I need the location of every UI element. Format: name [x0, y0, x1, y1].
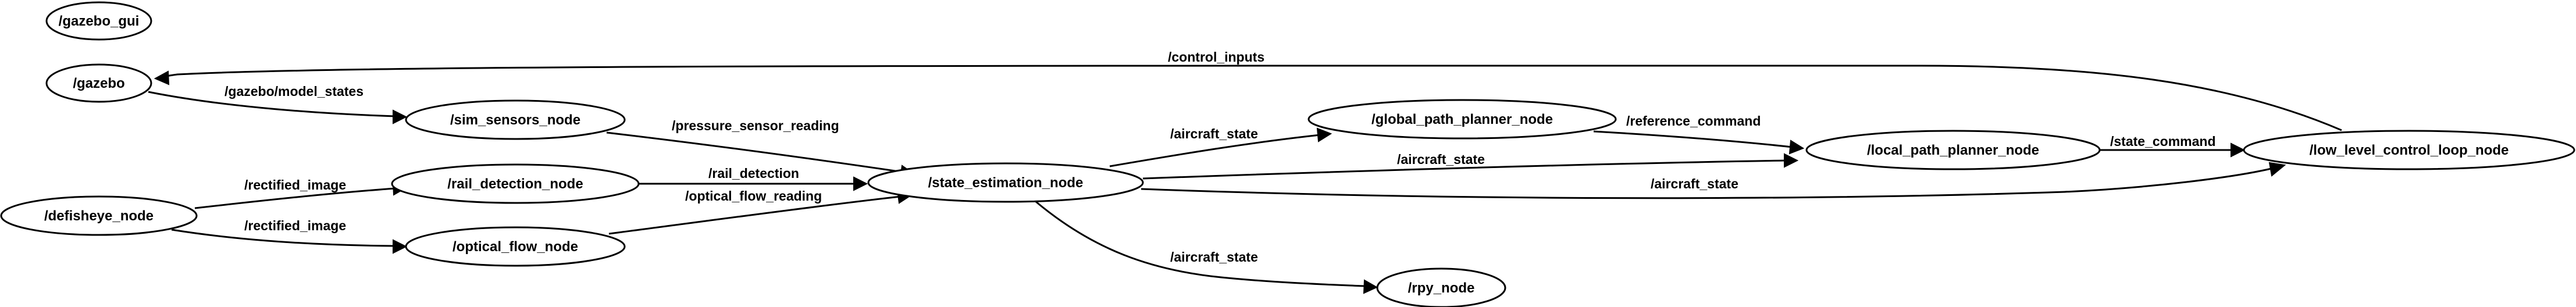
- node-label-rail-detection-node: /rail_detection_node: [447, 176, 583, 192]
- edge-rail-detection[interactable]: /rail_detection: [639, 166, 868, 191]
- node-label-optical-flow-node: /optical_flow_node: [453, 239, 578, 255]
- edge-gazebo-model-states[interactable]: /gazebo/model_states: [148, 84, 408, 124]
- node-label-local-path-planner-node: /local_path_planner_node: [1867, 142, 2039, 158]
- edge-label-aircraft-state-global: /aircraft_state: [1170, 126, 1258, 141]
- edge-label-rail-detection: /rail_detection: [708, 166, 799, 181]
- node-rail-detection-node[interactable]: /rail_detection_node: [391, 163, 640, 204]
- edge-pressure-sensor-reading[interactable]: /pressure_sensor_reading: [606, 118, 915, 180]
- node-sim-sensors-node[interactable]: /sim_sensors_node: [405, 99, 626, 140]
- node-label-global-path-planner-node: /global_path_planner_node: [1371, 112, 1553, 127]
- node-gazebo[interactable]: /gazebo: [45, 63, 152, 103]
- edge-rectified-image-optical[interactable]: /rectified_image: [171, 218, 408, 254]
- edge-label-control-inputs: /control_inputs: [1168, 49, 1264, 65]
- edge-optical-flow-reading[interactable]: /optical_flow_reading: [608, 188, 913, 235]
- node-defisheye-node[interactable]: /defisheye_node: [0, 195, 198, 236]
- edge-label-aircraft-state-rpy: /aircraft_state: [1170, 249, 1258, 265]
- node-low-level-control-loop-node[interactable]: /low_level_control_loop_node: [2243, 130, 2575, 170]
- node-gazebo-gui[interactable]: /gazebo_gui: [45, 1, 152, 41]
- edge-label-gazebo-model-states: /gazebo/model_states: [225, 84, 364, 99]
- edge-aircraft-state-local[interactable]: /aircraft_state: [1142, 152, 1799, 180]
- edge-reference-command[interactable]: /reference_command: [1593, 113, 1805, 155]
- edge-label-aircraft-state-local: /aircraft_state: [1397, 152, 1485, 167]
- node-label-state-estimation-node: /state_estimation_node: [928, 175, 1084, 191]
- edge-rectified-image-rail[interactable]: /rectified_image: [194, 177, 408, 209]
- edge-label-rectified-image-rail: /rectified_image: [244, 177, 346, 192]
- node-label-gazebo: /gazebo: [73, 76, 124, 91]
- node-label-rpy-node: /rpy_node: [1408, 280, 1475, 296]
- node-global-path-planner-node[interactable]: /global_path_planner_node: [1307, 99, 1617, 140]
- node-label-low-level-control-loop-node: /low_level_control_loop_node: [2310, 142, 2509, 158]
- edge-control-inputs[interactable]: /control_inputs: [154, 49, 2342, 131]
- node-label-defisheye-node: /defisheye_node: [44, 208, 154, 224]
- edge-label-reference-command: /reference_command: [1626, 113, 1761, 128]
- edge-label-state-command: /state_command: [2110, 134, 2216, 149]
- edge-aircraft-state-low[interactable]: /aircraft_state: [1141, 162, 2286, 199]
- edge-label-rectified-image-optical: /rectified_image: [244, 218, 346, 233]
- node-rpy-node[interactable]: /rpy_node: [1376, 267, 1506, 307]
- edge-label-pressure-sensor-reading: /pressure_sensor_reading: [672, 118, 839, 133]
- edge-label-optical-flow-reading: /optical_flow_reading: [685, 188, 822, 204]
- node-local-path-planner-node[interactable]: /local_path_planner_node: [1805, 130, 2101, 170]
- edge-aircraft-state-global[interactable]: /aircraft_state: [1109, 126, 1332, 167]
- edge-aircraft-state-rpy[interactable]: /aircraft_state: [1035, 200, 1378, 294]
- node-optical-flow-node[interactable]: /optical_flow_node: [405, 226, 626, 267]
- edge-label-aircraft-state-low: /aircraft_state: [1651, 176, 1738, 191]
- node-label-sim-sensors-node: /sim_sensors_node: [450, 112, 580, 128]
- node-label-gazebo-gui: /gazebo_gui: [59, 13, 140, 29]
- node-state-estimation-node[interactable]: /state_estimation_node: [867, 162, 1144, 203]
